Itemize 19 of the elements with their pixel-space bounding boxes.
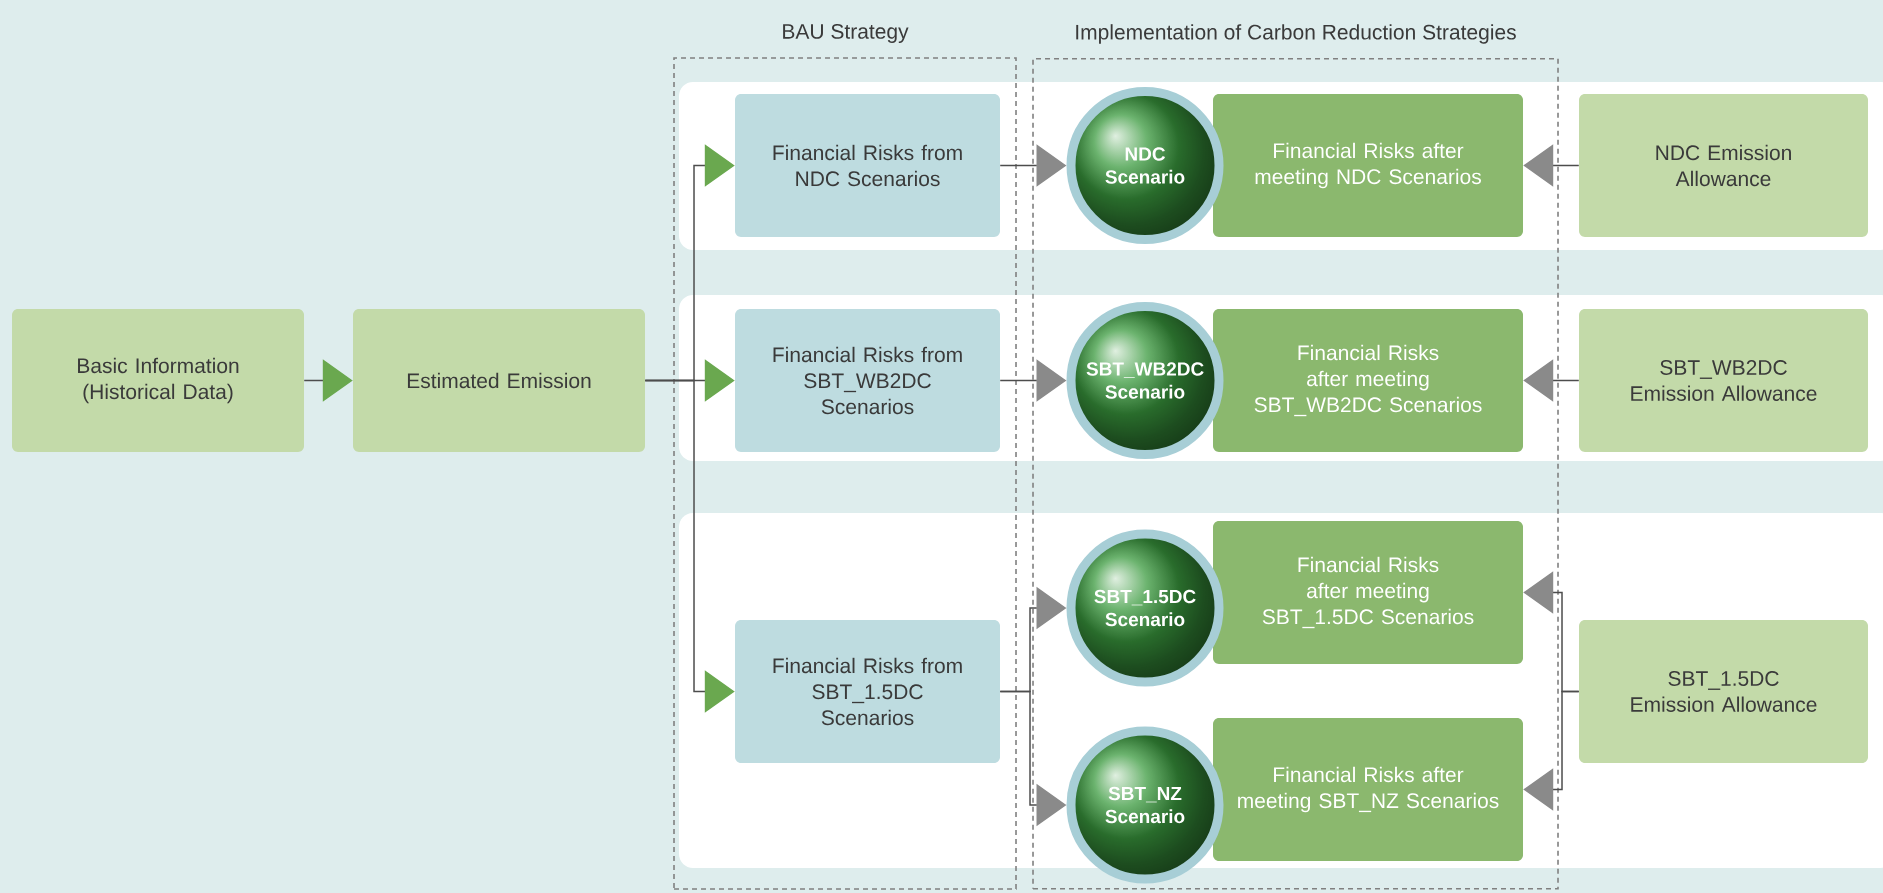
process-box: SBT_WB2DC Emission Allowance <box>1579 309 1868 452</box>
scenario-ball: SBT_NZ Scenario <box>1066 726 1224 884</box>
process-box: Basic Information (Historical Data) <box>12 309 304 452</box>
risk-box: Financial Risks from SBT_WB2DC Scenarios <box>735 309 1000 452</box>
process-box: SBT_1.5DC Emission Allowance <box>1579 620 1868 763</box>
result-box: Financial Risks after meeting SBT_NZ Scenarios <box>1213 718 1523 861</box>
arrow <box>1523 690 1580 811</box>
process-box: Estimated Emission <box>353 309 645 452</box>
process-box: NDC Emission Allowance <box>1579 94 1868 237</box>
scenario-ball: NDC Scenario <box>1066 87 1224 244</box>
risk-box: Financial Risks from SBT_1.5DC Scenarios <box>735 620 1000 763</box>
result-box: Financial Risks after meeting SBT_1.5DC Scenarios <box>1213 521 1523 664</box>
risk-box: Financial Risks from NDC Scenarios <box>735 94 1000 237</box>
group-heading: Implementation of Carbon Reduction Strategies <box>1076 24 1516 44</box>
result-box: Financial Risks after meeting NDC Scenarios <box>1213 94 1523 237</box>
scenario-ball: SBT_WB2DC Scenario <box>1066 302 1224 459</box>
result-box: Financial Risks after meeting SBT_WB2DC Scenarios <box>1213 309 1523 452</box>
scenario-ball: SBT_1.5DC Scenario <box>1066 529 1224 687</box>
group-heading: BAU Strategy <box>783 23 909 43</box>
